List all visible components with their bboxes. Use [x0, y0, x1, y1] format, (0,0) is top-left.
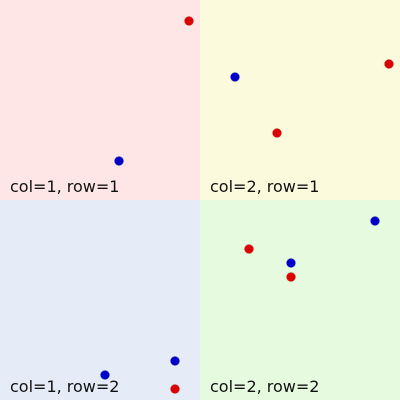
cell-label: col=1, row=1 [10, 177, 120, 196]
blue-marker-dot [100, 370, 110, 380]
blue-marker-dot [114, 156, 124, 166]
blue-marker-dot [286, 258, 296, 268]
red-marker-dot [170, 384, 180, 394]
red-marker-dot [286, 272, 296, 282]
cell-col1-row2: col=1, row=2 [0, 200, 200, 400]
red-marker-dot [244, 244, 254, 254]
cell-label: col=1, row=2 [10, 377, 120, 396]
cell-label: col=2, row=2 [210, 377, 320, 396]
red-marker-dot [184, 16, 194, 26]
red-marker-dot [384, 59, 394, 69]
red-marker-dot [272, 128, 282, 138]
cell-col2-row1: col=2, row=1 [200, 0, 400, 200]
blue-marker-dot [230, 72, 240, 82]
cell-col1-row1: col=1, row=1 [0, 0, 200, 200]
cell-col2-row2: col=2, row=2 [200, 200, 400, 400]
cell-label: col=2, row=1 [210, 177, 320, 196]
blue-marker-dot [170, 356, 180, 366]
blue-marker-dot [370, 216, 380, 226]
